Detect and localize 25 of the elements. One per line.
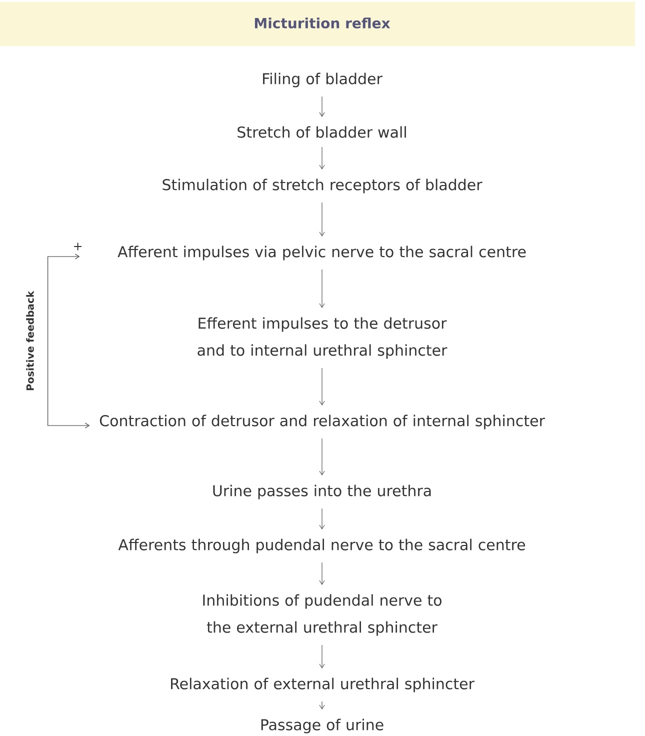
title-band: Micturition reflex (0, 2, 635, 46)
arrow (319, 644, 325, 669)
step-text: Inhibitions of pudendal nerve to the external urethral sphincter (203, 594, 442, 636)
edge-label: Positive feedback (26, 290, 34, 390)
step-text: Contraction of detrusor and relaxation of internal sphincter (100, 414, 545, 430)
arrow (319, 701, 325, 710)
step-text: Relaxation of external urethral sphincter (171, 678, 474, 692)
step-text: Passage of urine (261, 718, 384, 734)
arrow (319, 146, 325, 170)
step-text: Urine passes into the urethra (213, 484, 431, 500)
step-text: Stimulation of stretch receptors of bladder (162, 178, 482, 194)
arrow (319, 368, 325, 406)
arrow (319, 202, 325, 237)
step-text: Afferents through pudendal nerve to the sacral centre (118, 538, 526, 554)
step-text: Afferent impulses via pelvic nerve to the sacral centre (118, 246, 526, 260)
step-text: Efferent impulses to the detrusor and to internal urethral sphincter (198, 317, 448, 359)
arrow (319, 96, 325, 117)
step-text: Stretch of bladder wall (238, 126, 406, 138)
plus-sign: + (74, 242, 82, 250)
arrow (319, 269, 325, 308)
arrow (319, 508, 325, 530)
step-text: Filing of bladder (263, 72, 382, 88)
feedback-arrow (47, 254, 90, 428)
arrow (319, 562, 325, 586)
arrow (319, 438, 325, 476)
